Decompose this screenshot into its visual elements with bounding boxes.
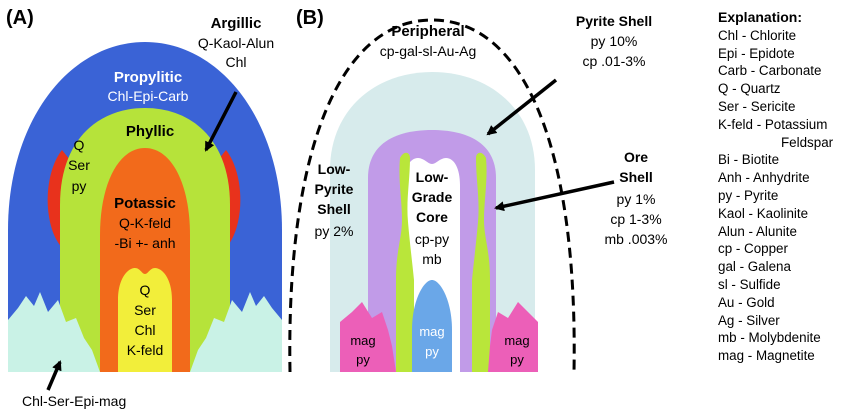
phyllic-title: Phyllic — [126, 123, 174, 140]
peripheral-boundary — [288, 18, 576, 373]
ore-shell-line-5: mb .003% — [604, 231, 667, 247]
pyrite-shell-line-1: py 10% — [591, 33, 638, 49]
legend-item: sl - Sulfide — [718, 276, 781, 292]
legend-item: Carb - Carbonate — [718, 63, 822, 79]
legend-item: mb - Molybdenite — [718, 330, 821, 346]
legend-item-continuation: Feldspar — [781, 134, 834, 150]
inner-core-mineral-2: Ser — [134, 302, 156, 318]
legend-item: py - Pyrite — [718, 187, 779, 203]
ore-shell-arrow — [494, 180, 615, 212]
explanation-legend: Explanation: Chl - Chlorite Epi - Epidot… — [718, 9, 848, 365]
propylitic-minerals: Chl-Epi-Carb — [108, 88, 189, 104]
phyllic-mineral-1: Q — [74, 137, 85, 153]
ore-shell-left — [396, 152, 414, 372]
ore-shell-line-3: py 1% — [617, 191, 656, 207]
low-grade-line-2: Grade — [412, 189, 453, 205]
mag-py-center-line-1: mag — [419, 324, 444, 339]
legend-item: K-feld - Potassium — [718, 116, 828, 132]
ore-shell-line-4: cp 1-3% — [610, 211, 661, 227]
peripheral-minerals: cp-gal-sl-Au-Ag — [380, 43, 476, 59]
ore-shell-line-2: Shell — [619, 169, 652, 185]
mag-py-left — [340, 302, 396, 372]
legend-item: Chl - Chlorite — [718, 27, 797, 43]
inner-core-mineral-1: Q — [140, 282, 151, 298]
phyllic-mineral-2: Ser — [68, 157, 90, 173]
legend-item: Alun - Alunite — [718, 223, 797, 239]
legend-item: Q - Quartz — [718, 81, 781, 97]
bottom-zone-label: Chl-Ser-Epi-mag — [22, 393, 126, 409]
propylitic-title: Propylitic — [114, 69, 182, 86]
legend-item: cp - Copper — [718, 241, 788, 257]
inner-core-mineral-3: Chl — [134, 322, 155, 338]
argillic-title: Argillic — [211, 15, 262, 32]
pyrite-shell-arrow — [486, 78, 558, 136]
bottom-zone-right — [190, 292, 282, 372]
ore-shell-line-1: Ore — [624, 149, 648, 165]
argillic-arrow — [204, 91, 238, 152]
low-pyrite-line-3: Shell — [317, 201, 350, 217]
mag-py-right — [488, 302, 538, 372]
phyllic-mineral-3: py — [72, 178, 87, 194]
bottom-zone-left — [8, 292, 100, 372]
panel-a: (A) Argillic Q-Kaol-Alun Chl Propylitic … — [6, 7, 282, 409]
argillic-minerals-2: Chl — [225, 54, 246, 70]
low-pyrite-line-2: Pyrite — [315, 181, 354, 197]
mag-py-right-line-1: mag — [504, 333, 529, 348]
panel-b-label: (B) — [296, 7, 324, 29]
legend-item: mag - Magnetite — [718, 348, 815, 364]
panel-b: (B) Peripheral cp-gal-sl-Au-Ag Pyrite Sh… — [288, 7, 668, 373]
low-grade-line-4: cp-py — [415, 231, 449, 247]
inner-core-mineral-4: K-feld — [127, 342, 164, 358]
legend-item: Au - Gold — [718, 294, 775, 310]
potassic-minerals-2: -Bi +- anh — [114, 235, 175, 251]
low-grade-line-1: Low- — [416, 169, 449, 185]
legend-title: Explanation: — [718, 9, 803, 25]
argillic-minerals-1: Q-Kaol-Alun — [198, 35, 274, 51]
legend-item: Ser - Sericite — [718, 98, 796, 114]
legend-item: gal - Galena — [718, 259, 791, 275]
bottom-zone-arrow — [46, 360, 62, 391]
potassic-title: Potassic — [114, 195, 176, 212]
mag-py-left-line-2: py — [356, 352, 370, 367]
legend-item: Anh - Anhydrite — [718, 170, 810, 186]
legend-item: Ag - Silver — [718, 312, 780, 328]
low-pyrite-line-4: py 2% — [315, 223, 354, 239]
pyrite-shell-line-2: cp .01-3% — [582, 53, 645, 69]
inner-core-zone — [118, 268, 172, 372]
legend-item: Bi - Biotite — [718, 152, 780, 168]
peripheral-title: Peripheral — [391, 23, 464, 40]
legend-item: Kaol - Kaolinite — [718, 205, 809, 221]
pyrite-shell-title: Pyrite Shell — [576, 13, 652, 29]
low-pyrite-line-1: Low- — [318, 161, 351, 177]
mag-py-left-line-1: mag — [350, 333, 375, 348]
legend-item: Epi - Epidote — [718, 45, 795, 61]
mag-py-right-line-2: py — [510, 352, 524, 367]
mag-py-center — [412, 280, 452, 372]
potassic-minerals-1: Q-K-feld — [119, 215, 171, 231]
low-grade-line-5: mb — [422, 251, 442, 267]
mag-py-center-line-2: py — [425, 344, 439, 359]
panel-a-label: (A) — [6, 7, 34, 29]
low-grade-line-3: Core — [416, 209, 448, 225]
ore-shell-right — [472, 152, 490, 372]
